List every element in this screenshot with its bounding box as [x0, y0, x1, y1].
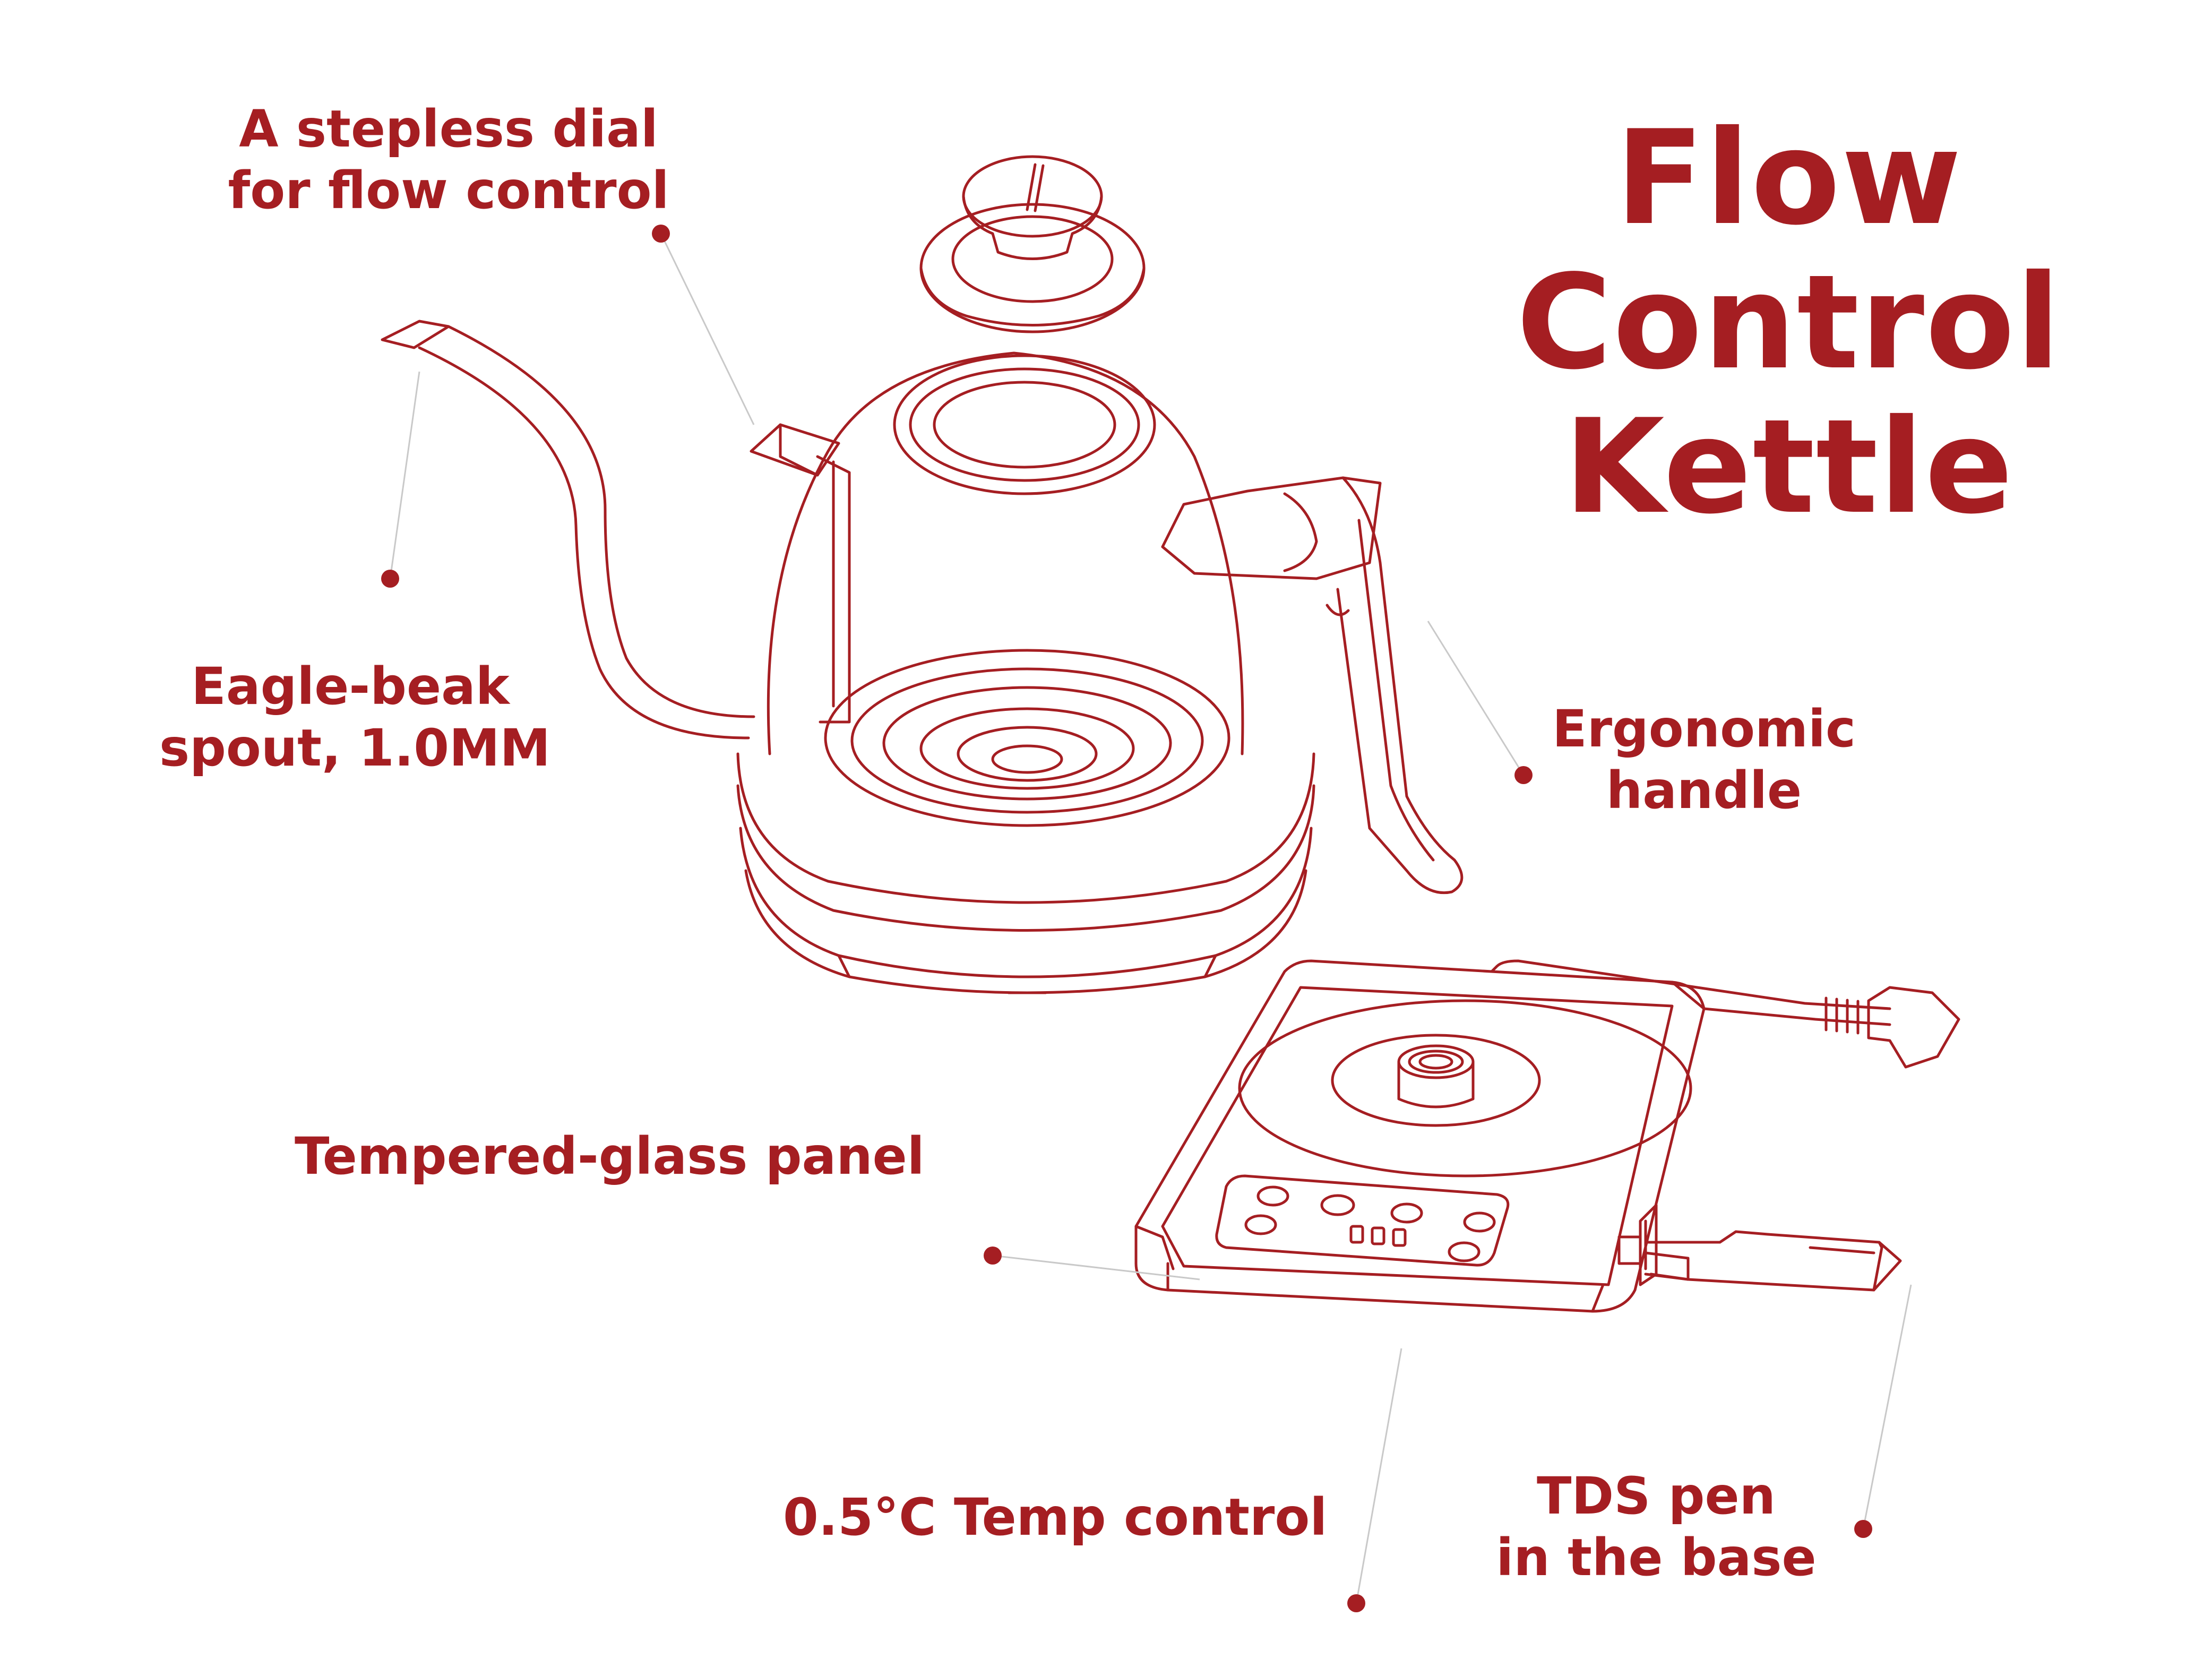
- callout-glass-panel: Tempered-glass panel: [295, 1125, 925, 1187]
- callout-temp-line-1: 0.5°C Temp control: [783, 1488, 1328, 1547]
- title-line-1: Flow: [1615, 102, 1963, 254]
- callout-flow-dial-line-1: A stepless dial: [239, 99, 658, 159]
- tds-pen-dot: [1854, 1520, 1872, 1538]
- leader-lines: [389, 233, 1912, 1604]
- callout-spout-line-1: Eagle-beak: [191, 657, 510, 716]
- handle-dot: [1514, 766, 1533, 784]
- control-panel: [1215, 1174, 1510, 1267]
- callout-tds-pen-line-2: in the base: [1496, 1528, 1817, 1587]
- callout-handle: Ergonomic handle: [1539, 698, 1869, 821]
- callout-dots: [381, 225, 1872, 1612]
- callout-spout-line-2: spout, 1.0MM: [159, 718, 551, 778]
- callout-spout: Eagle-beak spout, 1.0MM: [159, 656, 551, 779]
- spout-dot: [381, 570, 399, 588]
- flow-dial-dot: [652, 225, 670, 243]
- kettle-handle: [1161, 476, 1464, 895]
- callout-flow-dial-line-2: for flow control: [228, 161, 669, 220]
- title-line-3: Kettle: [1563, 391, 2015, 543]
- temp-dot: [1347, 1594, 1365, 1612]
- title-line-2: Control: [1516, 247, 2062, 398]
- callout-glass-panel-line-1: Tempered-glass panel: [295, 1127, 925, 1186]
- callout-tds-pen-line-1: TDS pen: [1537, 1466, 1776, 1526]
- kettle-body: [736, 351, 1315, 994]
- kettle-base-station: [1134, 959, 1960, 1313]
- glass-panel-dot: [984, 1247, 1002, 1265]
- callout-flow-dial: A stepless dial for flow control: [196, 98, 701, 221]
- poster-title: Flow Control Kettle: [1444, 106, 2134, 539]
- callout-tds-pen: TDS pen in the base: [1470, 1465, 1842, 1588]
- callout-handle-line-2: handle: [1606, 761, 1802, 820]
- callout-temp: 0.5°C Temp control: [783, 1486, 1327, 1548]
- kettle-lid: [919, 155, 1146, 333]
- callout-handle-line-1: Ergonomic: [1552, 699, 1856, 759]
- kettle-spout: [381, 320, 755, 740]
